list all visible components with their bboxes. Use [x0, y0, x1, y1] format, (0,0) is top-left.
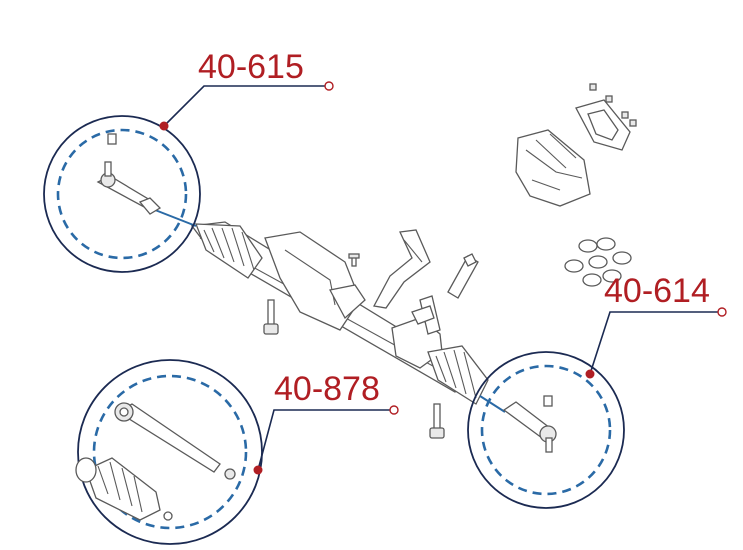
callout-tie-rod-end-left: 40-615 [43, 48, 334, 273]
part-number-label: 40-615 [198, 48, 304, 86]
dashed-circle-left [56, 128, 188, 260]
part-number-label: 40-878 [274, 370, 380, 408]
highlight-ring-left [43, 115, 201, 273]
tie-rod-end-left-part [96, 133, 162, 215]
leader-line-right [589, 311, 720, 375]
tie-rod-end-right-part [502, 395, 557, 453]
mounting-bolt-left [263, 299, 279, 335]
mounting-bolt-right [429, 403, 445, 439]
cover-screws [589, 83, 637, 127]
steering-rack-assembly [149, 207, 506, 413]
dashed-circle-right [480, 364, 612, 496]
gasket [575, 99, 631, 151]
left-bellows [195, 223, 263, 279]
pinion-cover [515, 129, 591, 207]
dashed-circle-inner [92, 374, 248, 530]
leader-line-left [163, 85, 326, 127]
seal-rings [564, 237, 632, 287]
steering-shaft [447, 253, 479, 299]
mounting-bracket [373, 229, 431, 309]
callout-tie-rod-end-right: 40-614 [467, 272, 727, 509]
callout-inner-tie-rod: 40-878 [75, 359, 399, 545]
highlight-ring-right [467, 351, 625, 509]
inner-tie-rod-part [75, 402, 236, 521]
part-number-label: 40-614 [604, 272, 710, 310]
small-screw [348, 253, 360, 267]
leader-line-inner [257, 409, 392, 471]
right-bellows [427, 345, 489, 405]
